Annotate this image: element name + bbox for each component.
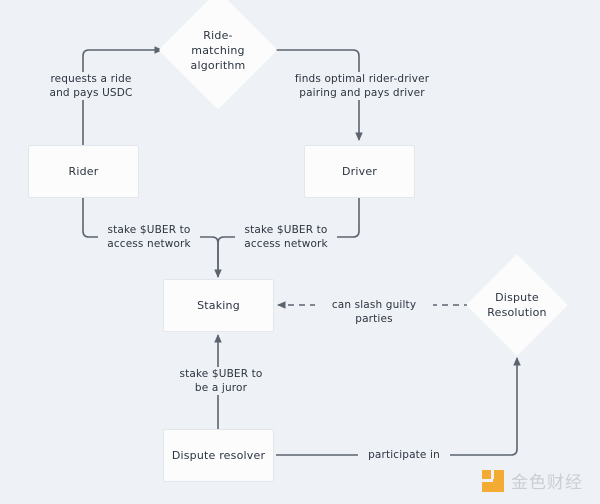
edge-rider-to-algorithm (82, 46, 163, 145)
edge-label-algorithm-to-driver: finds optimal rider-driver pairing and p… (288, 72, 436, 100)
node-ride-matching-label: Ride- matching algorithm (190, 28, 246, 72)
node-driver-label: Driver (341, 165, 378, 178)
node-dispute-resolution[interactable]: Dispute Resolution (466, 254, 568, 356)
node-dispute-resolver[interactable]: Dispute resolver (163, 429, 274, 482)
edge-label-rider-to-algorithm: requests a ride and pays USDC (38, 72, 144, 100)
node-rider-label: Rider (68, 165, 99, 178)
node-staking-label: Staking (197, 299, 240, 312)
edge-label-can-slash-guilty-parties: can slash guilty parties (315, 298, 433, 326)
edge-label-rider-to-staking: stake $UBER to access network (98, 223, 200, 251)
watermark-text: 金色财经 (511, 473, 583, 493)
edge-resolver-to-dispute-resolution (276, 357, 521, 456)
edge-label-driver-to-staking: stake $UBER to access network (235, 223, 337, 251)
node-driver[interactable]: Driver (304, 145, 415, 198)
node-staking[interactable]: Staking (163, 279, 274, 332)
edge-label-resolver-to-staking: stake $UBER to be a juror (170, 367, 272, 395)
edge-label-participate-in: participate in (358, 448, 450, 462)
edge-algorithm-to-driver (276, 49, 363, 141)
node-rider[interactable]: Rider (28, 145, 139, 198)
node-dispute-resolution-label: Dispute Resolution (487, 291, 547, 319)
watermark: 金色财经 (482, 468, 583, 493)
jinse-logo-icon (482, 469, 504, 492)
node-dispute-resolver-label: Dispute resolver (171, 449, 266, 462)
node-ride-matching[interactable]: Ride- matching algorithm (158, 0, 278, 110)
